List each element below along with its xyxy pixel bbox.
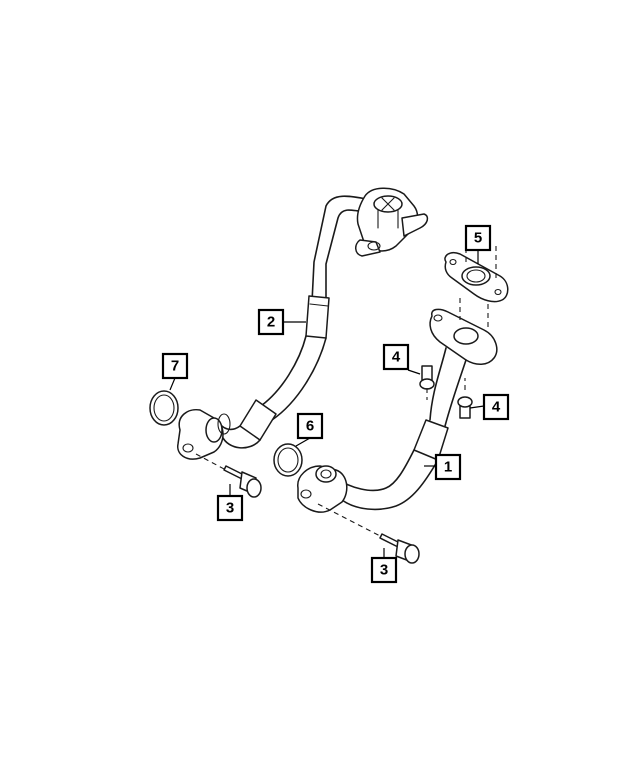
svg-text:5: 5 xyxy=(474,230,482,247)
callout-7: 7 xyxy=(161,352,189,391)
bolt-part-4-right xyxy=(457,378,473,419)
svg-text:4: 4 xyxy=(392,349,401,366)
oil-return-line-part-1 xyxy=(297,308,498,513)
callout-3-right: 3 xyxy=(370,548,398,584)
callout-2: 2 xyxy=(257,308,306,336)
o-ring-part-7 xyxy=(149,390,179,426)
svg-text:3: 3 xyxy=(226,500,234,517)
oil-feed-line-part-2 xyxy=(177,187,429,460)
callout-5: 5 xyxy=(464,224,492,264)
bolt-part-4-left xyxy=(419,365,435,400)
svg-text:4: 4 xyxy=(492,399,501,416)
bolt-part-3-right xyxy=(317,503,420,564)
o-ring-part-6 xyxy=(273,443,303,477)
svg-text:1: 1 xyxy=(444,459,452,476)
callout-3-left: 3 xyxy=(216,484,244,522)
svg-text:7: 7 xyxy=(171,358,179,375)
gasket-part-5 xyxy=(444,230,509,330)
svg-text:3: 3 xyxy=(380,562,388,579)
callout-4-left: 4 xyxy=(382,343,421,375)
callout-4-right: 4 xyxy=(469,393,510,421)
callout-1: 1 xyxy=(424,453,462,481)
callout-6: 6 xyxy=(295,412,324,447)
bolt-part-3-left xyxy=(195,453,262,498)
svg-text:6: 6 xyxy=(306,418,314,435)
oil-return-lower-flange xyxy=(297,465,348,513)
svg-text:2: 2 xyxy=(267,314,275,331)
oil-feed-lower-flange xyxy=(177,408,231,460)
banjo-fitting-top xyxy=(355,187,429,257)
